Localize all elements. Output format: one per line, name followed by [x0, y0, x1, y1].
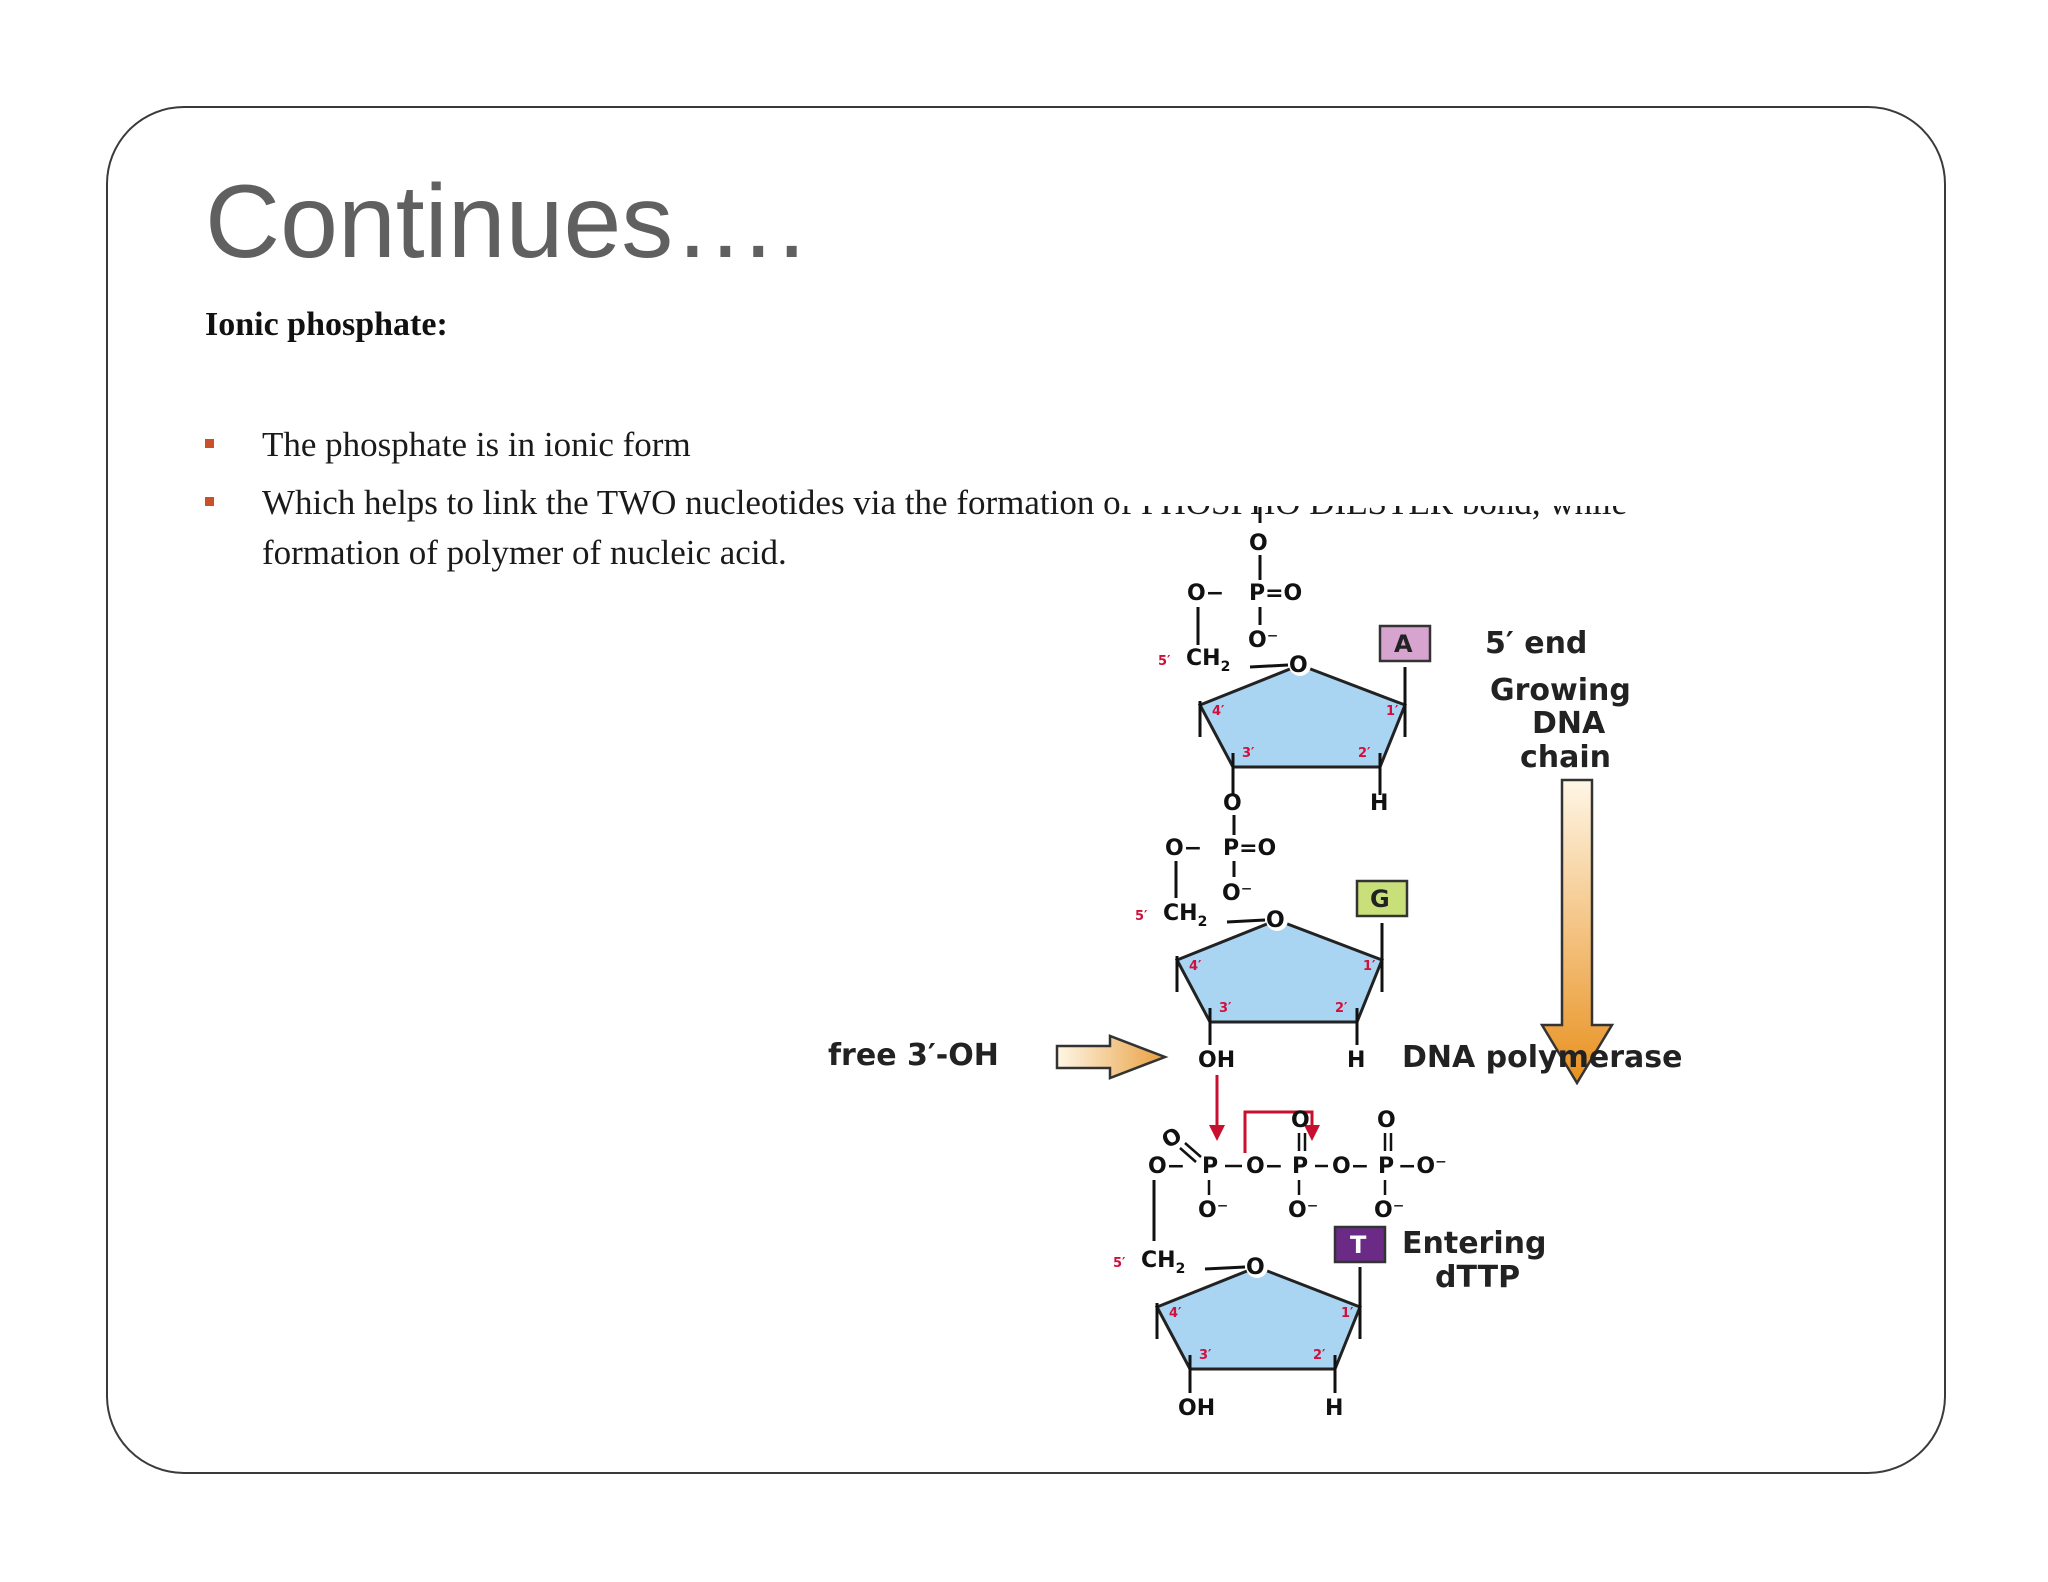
- o-minus-label: O⁻: [1198, 1198, 1228, 1223]
- h-label: H: [1325, 1396, 1343, 1421]
- ring-o-label: O: [1266, 908, 1285, 933]
- growing-label-2: DNA: [1532, 706, 1606, 741]
- o-dash-label: O−: [1165, 836, 1202, 861]
- ring-o-bg: [1246, 1256, 1268, 1278]
- pos-3-label: 3′: [1199, 1348, 1212, 1363]
- nucleotide-a: 5′ CH2 O 4′ 1′ 3′ 2′ A H: [1158, 624, 1432, 816]
- slide-frame: [106, 106, 1946, 1474]
- pos-5-label: 5′: [1158, 654, 1171, 669]
- o-label: O: [1249, 531, 1268, 556]
- p-eq-o-label: P=O: [1249, 581, 1302, 606]
- o-label: O: [1291, 1108, 1310, 1133]
- o-dash-label: O−: [1187, 581, 1224, 606]
- o-dash-label: O−: [1332, 1154, 1369, 1179]
- slide-title: Continues….: [205, 164, 807, 280]
- base-g-box: [1355, 879, 1409, 918]
- ch2-label: CH2: [1186, 646, 1230, 675]
- p-eq-o-label: P=O: [1223, 836, 1276, 861]
- middle-phosphate: O O− P=O O⁻: [1165, 791, 1276, 906]
- base-a-label: A: [1394, 630, 1413, 658]
- p-label: P: [1292, 1154, 1308, 1179]
- top-phosphate: O O− P=O O⁻: [1187, 507, 1302, 653]
- sugar-ring: [1197, 663, 1407, 769]
- ring-o-label: O: [1289, 653, 1308, 678]
- pos-2-label: 2′: [1313, 1348, 1326, 1363]
- ring-o-bg: [1266, 909, 1288, 931]
- pos-4-label: 4′: [1169, 1306, 1182, 1321]
- nucleotide-g: 5′ CH2 O 4′ 1′ 3′ 2′ G OH H: [1135, 879, 1409, 1073]
- bullet-marker-icon: [205, 439, 214, 448]
- sugar-ring: [1174, 918, 1384, 1024]
- pos-4-label: 4′: [1189, 959, 1202, 974]
- growing-label-3: chain: [1520, 740, 1611, 775]
- growing-label-1: Growing: [1490, 673, 1631, 708]
- pos-2-label: 2′: [1358, 746, 1371, 761]
- pos-3-label: 3′: [1219, 1001, 1232, 1016]
- pos-1-label: 1′: [1341, 1306, 1354, 1321]
- o-minus-label: O⁻: [1248, 628, 1278, 653]
- pos-3-label: 3′: [1242, 746, 1255, 761]
- red-arrow-head-icon: [1209, 1125, 1225, 1141]
- five-end-label: 5′ end: [1485, 626, 1587, 661]
- pos-1-label: 1′: [1386, 704, 1399, 719]
- nucleotide-t: 5′ CH2 O 4′ 1′ 3′ 2′ T OH H Entering dTT…: [1113, 1225, 1546, 1421]
- free-oh-label: free 3′-OH: [828, 1038, 999, 1073]
- o-minus-label: O⁻: [1288, 1198, 1318, 1223]
- h-label: H: [1347, 1048, 1365, 1073]
- bullet-marker-icon: [205, 497, 214, 506]
- ch2-label: CH2: [1141, 1248, 1185, 1277]
- sugar-ring: [1154, 1265, 1362, 1371]
- right-arrow-icon: [1055, 1034, 1169, 1080]
- o-minus-label: O⁻: [1222, 881, 1252, 906]
- pos-4-label: 4′: [1212, 704, 1225, 719]
- entering-label-1: Entering: [1402, 1226, 1546, 1261]
- ch2-label: CH2: [1163, 901, 1207, 930]
- h-label: H: [1370, 791, 1388, 816]
- base-t-box: [1333, 1225, 1387, 1264]
- red-arrow-head-icon: [1304, 1125, 1320, 1141]
- dna-synthesis-diagram: O O− P=O O⁻ 5′ CH2 O 4′ 1′ 3′ 2′ A H O O…: [828, 507, 1682, 1421]
- reaction-arrows: [1209, 1075, 1320, 1153]
- pos-1-label: 1′: [1363, 959, 1376, 974]
- bullet-item: The phosphate is in ionic form: [205, 420, 1705, 470]
- free-oh-callout: free 3′-OH: [828, 1034, 1169, 1080]
- o-label: O: [1223, 791, 1242, 816]
- p-label: P: [1202, 1154, 1218, 1179]
- slide-subtitle: Ionic phosphate:: [205, 306, 448, 343]
- oh-label: OH: [1198, 1048, 1235, 1073]
- ring-o-label: O: [1246, 1255, 1265, 1280]
- p-label: P: [1378, 1154, 1394, 1179]
- base-t-label: T: [1350, 1231, 1367, 1259]
- bullet-text: The phosphate is in ionic form: [262, 425, 691, 464]
- ring-o-bg: [1289, 654, 1311, 676]
- o-minus-label: O⁻: [1374, 1198, 1404, 1223]
- base-g-label: G: [1370, 885, 1390, 913]
- dash-o-minus-label: −O⁻: [1398, 1154, 1447, 1179]
- down-arrow-icon: [1539, 778, 1615, 1086]
- o-label: O: [1377, 1108, 1396, 1133]
- o-dash-label: O−: [1148, 1154, 1185, 1179]
- entering-label-2: dTTP: [1435, 1260, 1520, 1295]
- base-a-box: [1378, 624, 1432, 663]
- pos-2-label: 2′: [1335, 1001, 1348, 1016]
- oh-label: OH: [1178, 1396, 1215, 1421]
- o-dash-label: O−: [1246, 1154, 1283, 1179]
- pos-5-label: 5′: [1113, 1256, 1126, 1271]
- right-labels: 5′ end Growing DNA chain DNA polymerase: [1402, 626, 1682, 1086]
- polymerase-label: DNA polymerase: [1402, 1040, 1682, 1075]
- figure-mask: [1120, 484, 1810, 506]
- pos-5-label: 5′: [1135, 909, 1148, 924]
- triphosphate: O O− P O− P O− P −O⁻ O O O⁻ O⁻ O⁻: [1148, 1108, 1447, 1241]
